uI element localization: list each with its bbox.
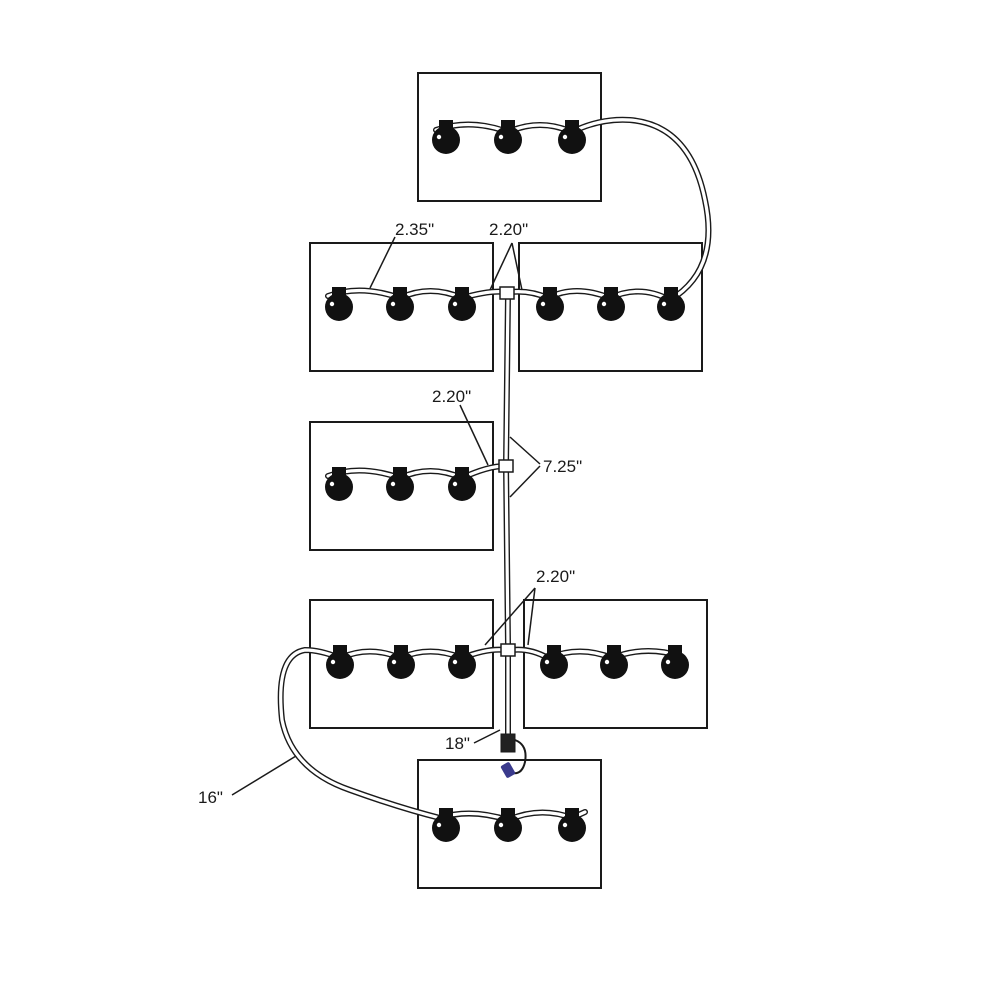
label-lower-tee-span: 2.20" — [536, 567, 575, 586]
label-trunk-span: 7.25" — [543, 457, 582, 476]
valve-cap-icon — [558, 808, 586, 842]
valve-cap-icon — [657, 287, 685, 321]
label-top-tee-span: 2.20" — [489, 220, 528, 239]
valve-cap-icon — [536, 287, 564, 321]
valve-cap-icon — [600, 645, 628, 679]
valve-cap-icon — [448, 467, 476, 501]
valve-cap-icon — [387, 645, 415, 679]
tee-fittings — [498, 286, 516, 778]
label-middle-tee-span: 2.20" — [432, 387, 471, 406]
valve-cap-icon — [326, 645, 354, 679]
valve-cap-icon — [386, 287, 414, 321]
label-top-left-span: 2.35" — [395, 220, 434, 239]
tee-top — [499, 286, 515, 300]
valve-cap-icon — [325, 467, 353, 501]
label-outlet-length: 18" — [445, 734, 470, 753]
valve-cap-icon — [494, 120, 522, 154]
valve-cap-icon — [597, 287, 625, 321]
valve-cap-icon — [540, 645, 568, 679]
valve-caps — [325, 120, 689, 842]
outlet-connector-icon — [500, 762, 516, 778]
valve-cap-icon — [448, 287, 476, 321]
valve-cap-icon — [448, 645, 476, 679]
tee-middle — [498, 459, 514, 473]
valve-cap-icon — [325, 287, 353, 321]
valve-cap-icon — [432, 808, 460, 842]
valve-cap-icon — [558, 120, 586, 154]
tee-lower — [500, 643, 516, 657]
label-bottom-loop-length: 16" — [198, 788, 223, 807]
valve-cap-icon — [386, 467, 414, 501]
valve-cap-icon — [661, 645, 689, 679]
dimension-leaders — [231, 236, 541, 796]
valve-cap-icon — [432, 120, 460, 154]
outlet-fitting — [500, 733, 516, 753]
valve-cap-icon — [494, 808, 522, 842]
